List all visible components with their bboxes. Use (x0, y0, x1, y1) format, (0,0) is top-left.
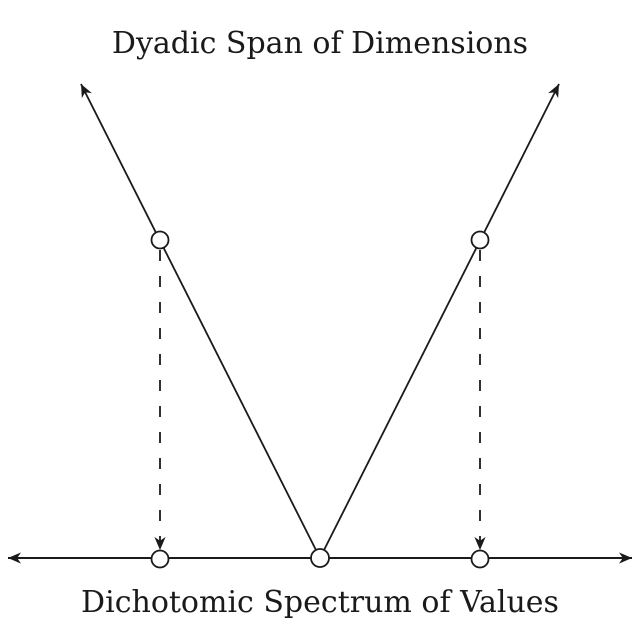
right-dimension-node (470, 230, 490, 250)
left-dimension-ray (80, 83, 321, 559)
origin-vertex-node (310, 548, 330, 568)
diagram-title: Dyadic Span of Dimensions (112, 26, 528, 61)
right-value-node (470, 549, 490, 569)
axis-label: Dichotomic Spectrum of Values (81, 585, 559, 620)
left-dimension-node (150, 230, 170, 250)
right-dimension-ray (319, 83, 560, 559)
left-value-node (150, 549, 170, 569)
